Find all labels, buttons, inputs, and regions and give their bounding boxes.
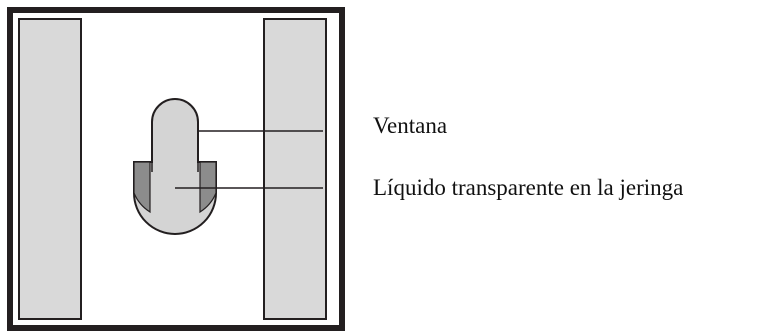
window-shape [133, 98, 217, 235]
liquid-right-wedge [199, 161, 217, 214]
viewing-window [133, 98, 217, 235]
left-side-panel [18, 18, 82, 320]
window-label: Ventana [373, 113, 448, 138]
right-side-panel [263, 18, 327, 320]
liquid-label: Líquido transparente en la jeringa [373, 175, 684, 200]
liquid-left-wedge [133, 161, 151, 214]
